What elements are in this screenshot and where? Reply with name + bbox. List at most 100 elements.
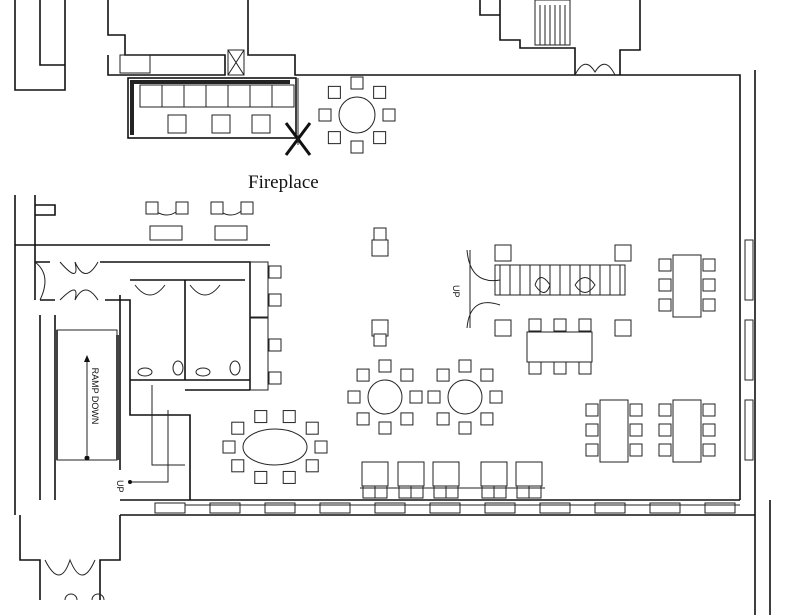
window xyxy=(484,502,516,514)
chair xyxy=(356,368,370,382)
restroom-fixtures xyxy=(137,360,241,377)
chair xyxy=(658,423,672,437)
chair xyxy=(268,293,282,307)
stool xyxy=(251,114,271,134)
chair xyxy=(658,258,672,272)
chair xyxy=(702,443,716,457)
ramp-down-label: RAMP DOWN xyxy=(90,368,100,425)
chair xyxy=(489,390,503,404)
chair xyxy=(585,403,599,417)
chair xyxy=(210,201,224,215)
chair xyxy=(458,421,472,435)
round-table xyxy=(447,379,483,415)
chair xyxy=(445,485,459,499)
counter-cell xyxy=(183,84,207,108)
chair xyxy=(373,131,387,145)
chair xyxy=(658,443,672,457)
chair xyxy=(629,403,643,417)
chair xyxy=(378,421,392,435)
kitchen-counter xyxy=(127,77,297,139)
window xyxy=(154,502,186,514)
chair xyxy=(145,201,159,215)
stool xyxy=(167,114,187,134)
chair xyxy=(400,368,414,382)
chair xyxy=(436,412,450,426)
window xyxy=(649,502,681,514)
chair xyxy=(702,278,716,292)
chair xyxy=(658,278,672,292)
chair xyxy=(378,359,392,373)
fireplace-label: Fireplace xyxy=(248,172,319,193)
chair xyxy=(702,423,716,437)
chair xyxy=(268,265,282,279)
counter-cell xyxy=(139,84,163,108)
chair xyxy=(373,227,387,241)
ramp: RAMP DOWN xyxy=(55,329,119,461)
chair xyxy=(528,318,542,332)
chair xyxy=(254,470,268,484)
booth xyxy=(480,461,508,487)
window xyxy=(319,502,351,514)
walls xyxy=(14,0,771,615)
small-table xyxy=(614,319,632,337)
small-table xyxy=(371,239,389,257)
chair xyxy=(629,443,643,457)
chair xyxy=(327,85,341,99)
chair xyxy=(282,410,296,424)
chair xyxy=(327,131,341,145)
chair xyxy=(702,258,716,272)
small-table xyxy=(494,244,512,262)
counter-cell xyxy=(161,84,185,108)
chair xyxy=(436,368,450,382)
window xyxy=(374,502,406,514)
chair xyxy=(578,318,592,332)
chair xyxy=(222,440,236,454)
rect-table xyxy=(599,399,629,463)
counter-cell xyxy=(249,84,273,108)
window xyxy=(539,502,571,514)
table xyxy=(149,225,183,241)
furniture xyxy=(145,76,736,514)
chair xyxy=(268,338,282,352)
small-table xyxy=(614,244,632,262)
window xyxy=(429,502,461,514)
chair xyxy=(458,359,472,373)
round-table xyxy=(367,379,403,415)
chair xyxy=(658,403,672,417)
chair xyxy=(702,298,716,312)
chair xyxy=(528,485,542,499)
central-staircase: UP xyxy=(451,249,626,329)
chair xyxy=(528,361,542,375)
rect-table xyxy=(526,331,593,363)
booth xyxy=(397,461,425,487)
chair xyxy=(553,318,567,332)
chair xyxy=(305,421,319,435)
chair xyxy=(314,440,328,454)
round-table xyxy=(338,96,376,134)
stool xyxy=(211,114,231,134)
chair xyxy=(347,390,361,404)
round-table xyxy=(242,428,308,466)
chair xyxy=(175,201,189,215)
chair xyxy=(282,470,296,484)
chair xyxy=(374,485,388,499)
chair xyxy=(268,371,282,385)
chair xyxy=(382,108,396,122)
booth xyxy=(432,461,460,487)
counter-cell xyxy=(271,84,295,108)
chair xyxy=(578,361,592,375)
chair xyxy=(231,459,245,473)
chair xyxy=(305,459,319,473)
chair xyxy=(493,485,507,499)
chair xyxy=(409,390,423,404)
booth xyxy=(515,461,543,487)
staircase-left: UP xyxy=(115,385,185,493)
chair xyxy=(231,421,245,435)
rect-table xyxy=(672,254,702,318)
table xyxy=(214,225,248,241)
fireplace: Fireplace xyxy=(248,78,319,193)
window xyxy=(264,502,296,514)
stair-up-label-center: UP xyxy=(451,285,461,298)
chair xyxy=(318,108,332,122)
